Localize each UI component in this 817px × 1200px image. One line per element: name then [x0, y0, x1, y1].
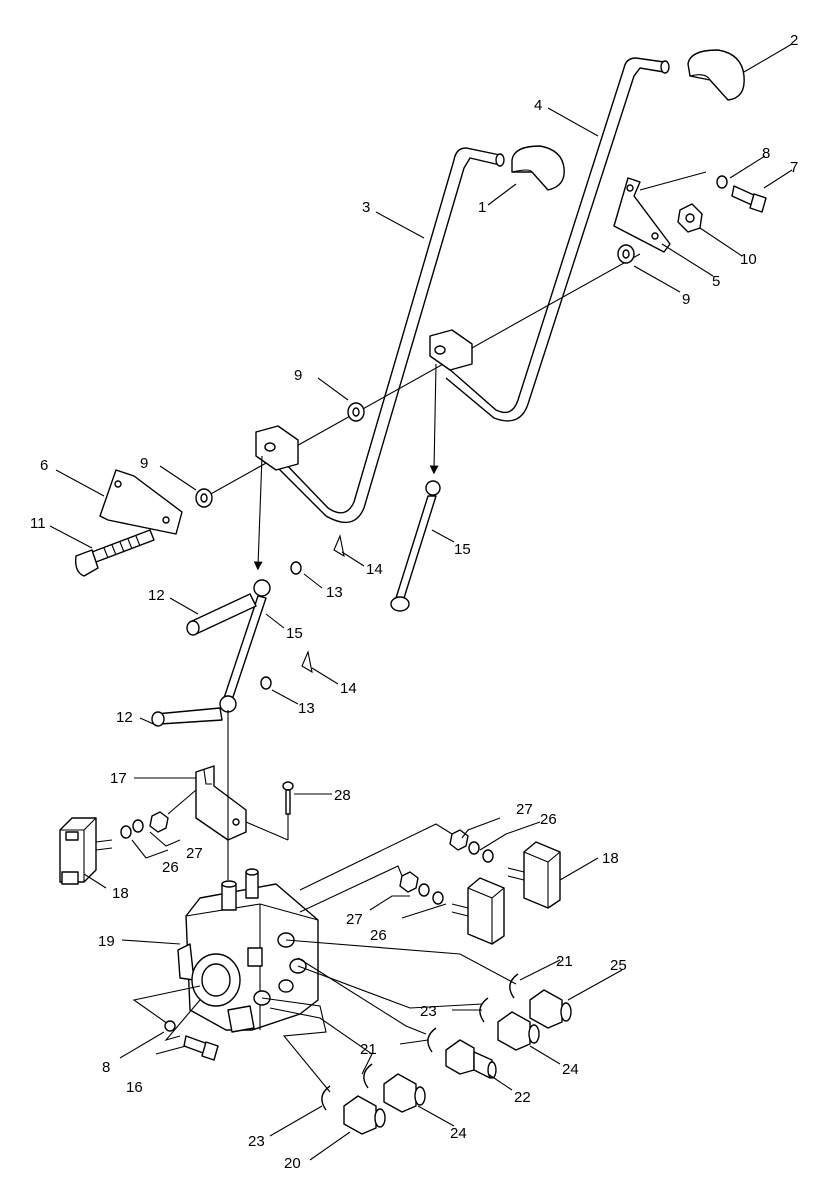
callout-labels: 2 4 8 7 1 3 10 5 9 9 6 9 11 15 14 13 12 …: [30, 32, 798, 1172]
callout-17: 17: [110, 770, 127, 787]
callout-6: 6: [40, 457, 48, 474]
cotter-pin-14: [301, 534, 345, 674]
callout-18: 18: [602, 850, 619, 867]
fitting-22: [445, 1039, 497, 1079]
bolt-7: [731, 185, 767, 213]
valve-body-19: [177, 868, 319, 1033]
fitting-24: [383, 1011, 540, 1113]
bracket-6: [99, 469, 183, 535]
lever-rod-4: [445, 57, 670, 422]
callout-18: 18: [112, 885, 129, 902]
fitting-20: [343, 1095, 386, 1135]
washer-8: [716, 175, 728, 189]
callout-28: 28: [334, 787, 351, 804]
guidelines: [132, 823, 517, 1093]
callout-9: 9: [140, 455, 148, 472]
callout-11: 11: [30, 515, 46, 532]
callout-7: 7: [790, 159, 798, 176]
callout-23: 23: [420, 1003, 437, 1020]
callout-27: 27: [186, 845, 203, 862]
callout-3: 3: [362, 199, 370, 216]
callout-9: 9: [682, 291, 690, 308]
callout-24: 24: [450, 1125, 467, 1142]
snap-ring: [321, 973, 519, 1111]
callout-8: 8: [762, 145, 770, 162]
washer-26: [120, 819, 494, 905]
callout-27: 27: [346, 911, 363, 928]
callout-5: 5: [712, 273, 720, 290]
callout-1: 1: [478, 199, 486, 216]
lever-hub-upper: [429, 329, 473, 371]
leader-lines: [49, 43, 793, 1161]
callout-26: 26: [370, 927, 387, 944]
callout-10: 10: [740, 251, 757, 268]
bracket-17: [195, 765, 247, 841]
nut-10: [677, 203, 703, 233]
callout-21: 21: [360, 1041, 377, 1058]
lever-rod-3: [277, 147, 505, 524]
callout-22: 22: [514, 1089, 531, 1106]
knob-2: [687, 49, 745, 101]
callout-12: 12: [116, 709, 133, 726]
callout-8: 8: [102, 1059, 110, 1076]
lever-hub-lower: [255, 425, 299, 471]
nut-27: [149, 811, 469, 893]
washer-9: [195, 244, 635, 508]
callout-14: 14: [340, 680, 357, 697]
callout-27: 27: [516, 801, 533, 818]
callout-15: 15: [286, 625, 303, 642]
callout-13: 13: [298, 700, 315, 717]
callout-20: 20: [284, 1155, 301, 1172]
pin-12: [151, 593, 257, 727]
callout-26: 26: [540, 811, 557, 828]
callout-21: 21: [556, 953, 573, 970]
callout-2: 2: [790, 32, 798, 49]
callout-25: 25: [610, 957, 627, 974]
callout-14: 14: [366, 561, 383, 578]
callout-19: 19: [98, 933, 115, 950]
callout-26: 26: [162, 859, 179, 876]
washer-13: [260, 561, 302, 690]
bolt-16: [183, 1035, 219, 1061]
switch-18-left: [59, 817, 113, 885]
bolt-11: [74, 529, 155, 577]
callout-13: 13: [326, 584, 343, 601]
link-rod-15-left: [219, 579, 271, 713]
callout-12: 12: [148, 587, 165, 604]
callout-4: 4: [534, 97, 542, 114]
callout-23: 23: [248, 1133, 265, 1150]
callout-24: 24: [562, 1061, 579, 1078]
callout-16: 16: [126, 1079, 143, 1096]
switch-18-right: [451, 841, 561, 945]
washer-8-lower: [164, 1020, 176, 1032]
callout-15: 15: [454, 541, 471, 558]
link-rod-15-right: [390, 480, 441, 612]
screw-28: [282, 781, 294, 815]
knob-1: [511, 145, 565, 191]
bracket-5: [613, 171, 707, 253]
callout-9: 9: [294, 367, 302, 384]
fitting-25: [529, 989, 572, 1029]
